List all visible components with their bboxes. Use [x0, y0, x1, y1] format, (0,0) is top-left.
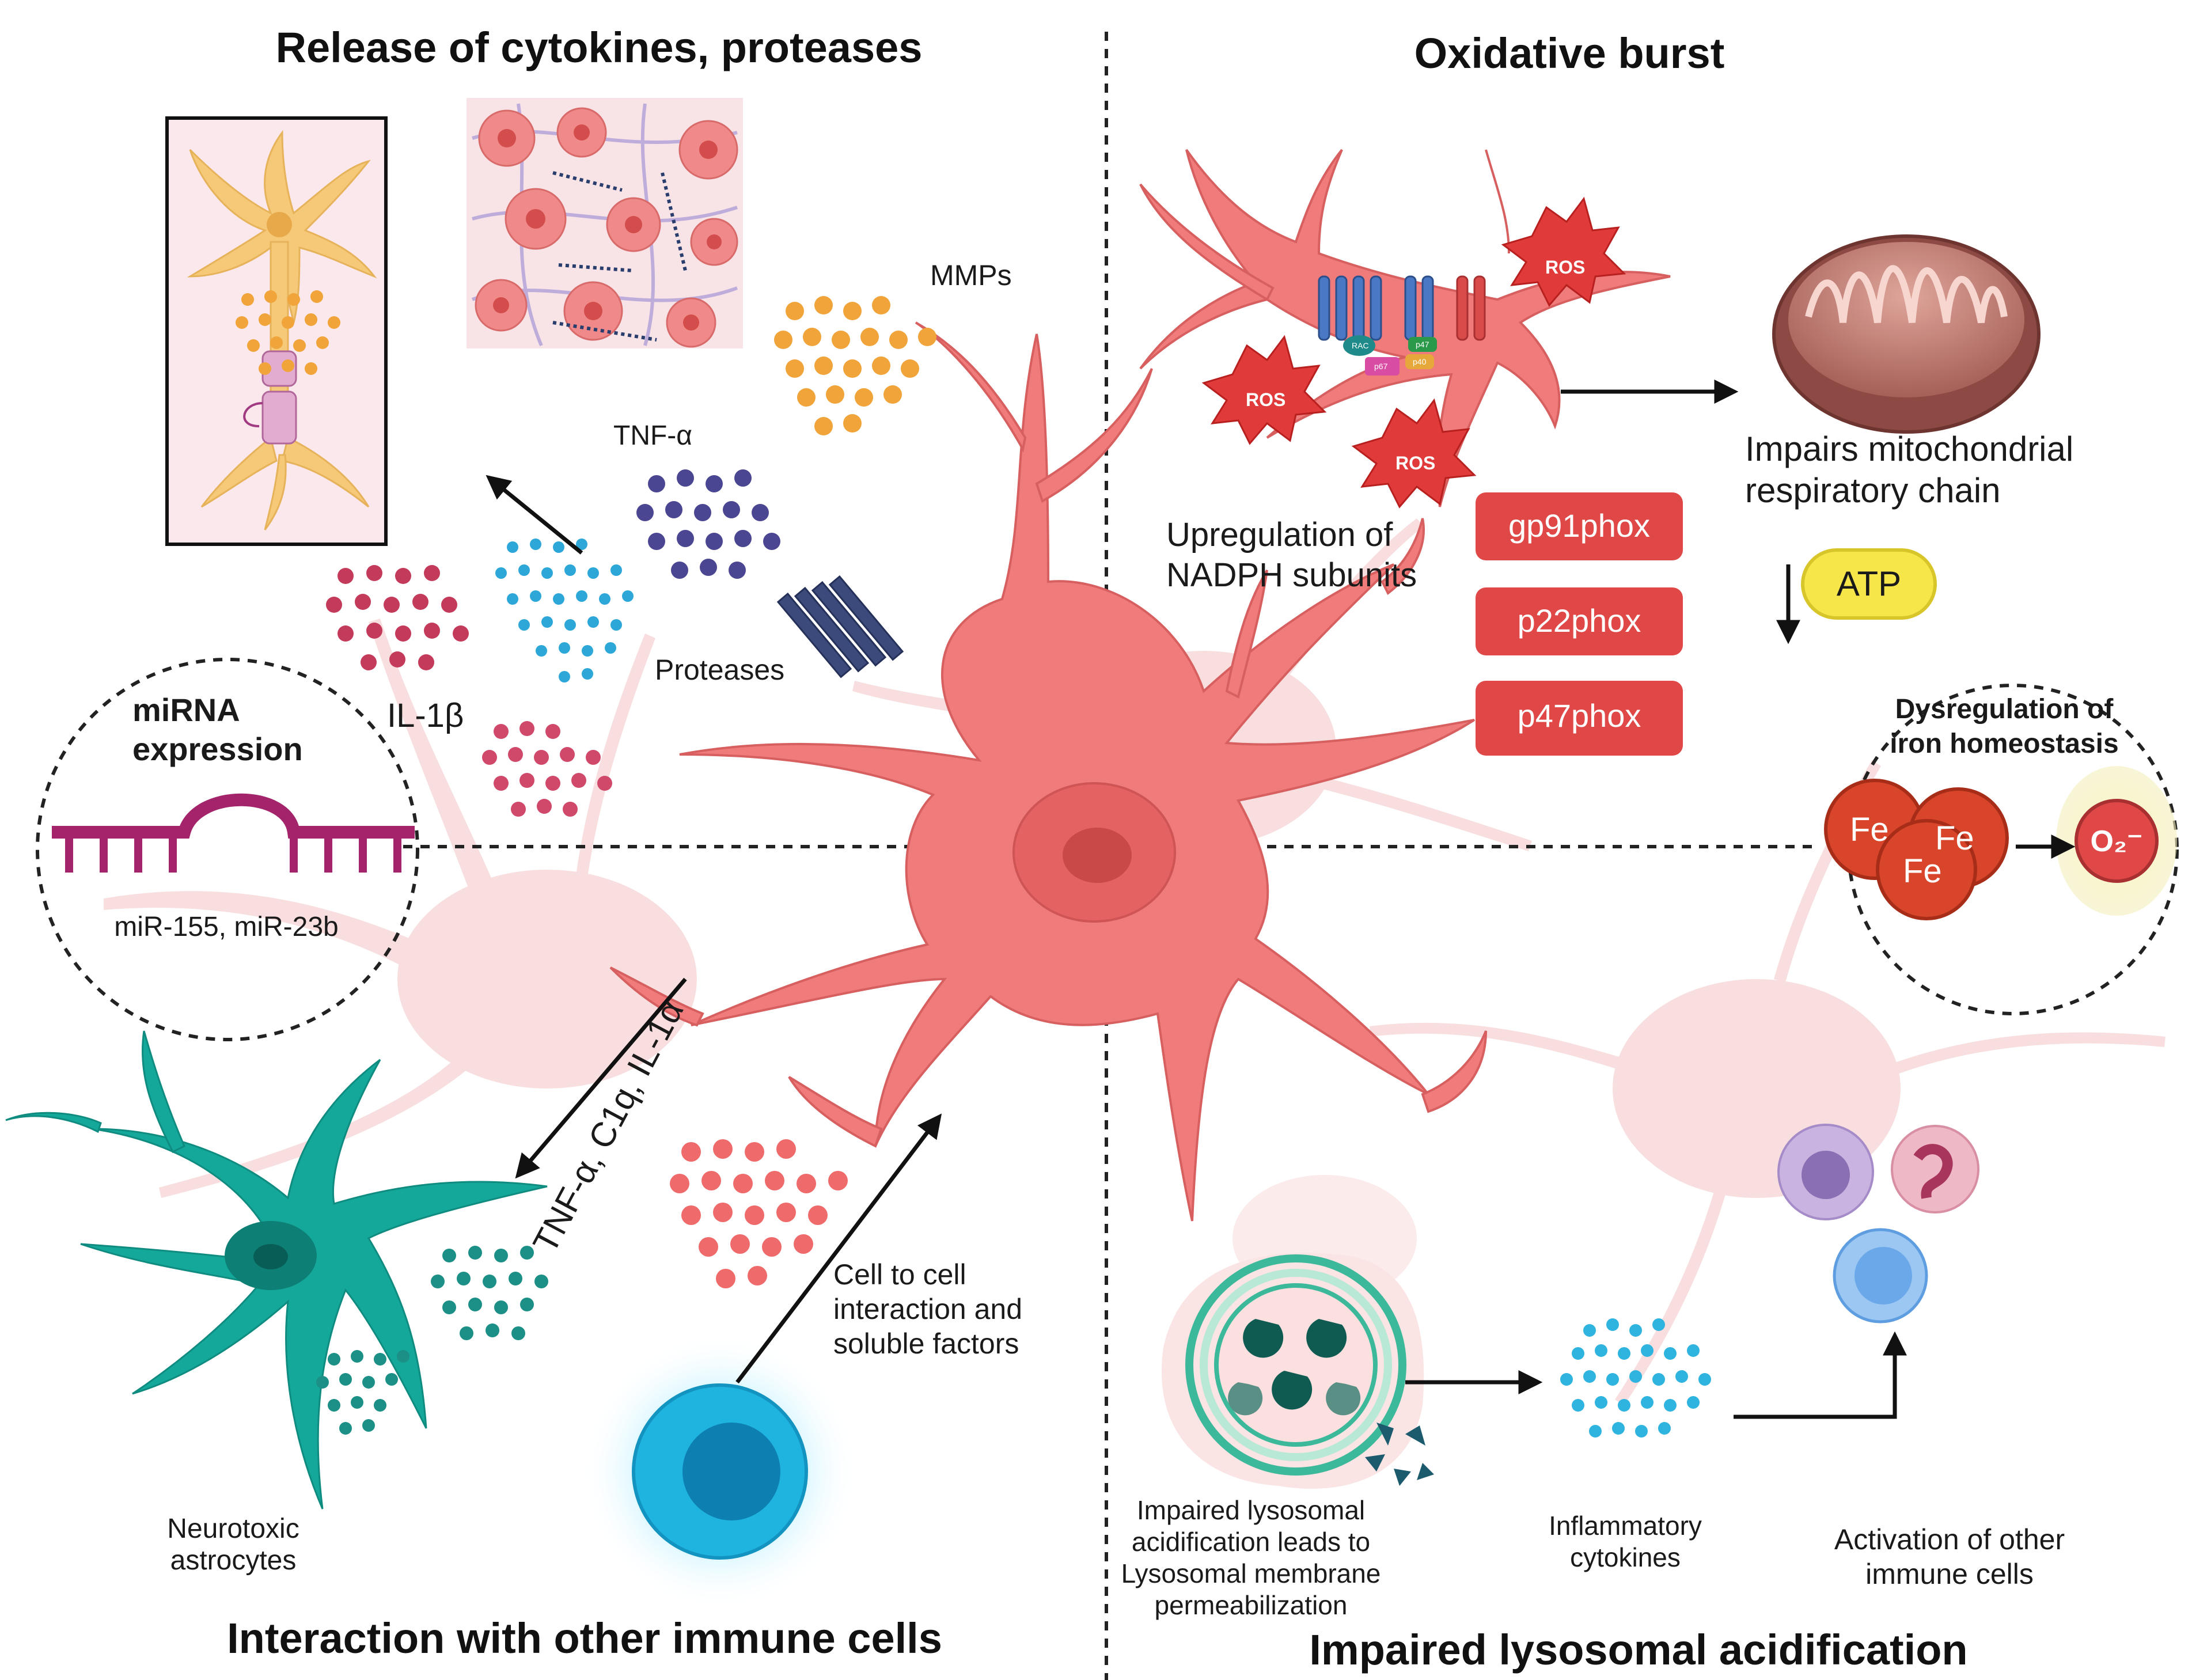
neurotoxic-line1: Neurotoxic [167, 1514, 299, 1544]
mmps-cluster [774, 296, 936, 435]
p40-label: p40 [1413, 357, 1427, 366]
neuron-vesicles [236, 290, 340, 375]
other-immune-cells [1777, 1124, 1979, 1323]
nadph-oxidase-complex: RAC p67 p47 p40 [1318, 275, 1486, 376]
mmps-label: MMPs [930, 259, 1012, 291]
il1b-label: IL-1β [387, 697, 464, 734]
arrow-to-neuron [486, 475, 583, 555]
proteases-label: Proteases [655, 654, 784, 686]
soluble-factors-cluster [670, 1139, 848, 1288]
inflammatory-cytokines [1560, 1318, 1711, 1438]
subunit-box: p22phox [1476, 587, 1683, 655]
rac-label: RAC [1352, 341, 1369, 350]
central-microglia [609, 321, 1487, 1222]
mirna-title-line1: miRNA [132, 692, 240, 728]
cell-to-cell-line1: Cell to cell [833, 1258, 966, 1291]
mirna-strand [52, 793, 415, 839]
activation-line2: immune cells [1865, 1558, 2034, 1590]
atp-badge: ATP [1801, 548, 1937, 620]
inflam-line1: Inflammatory [1549, 1511, 1702, 1541]
lower-cytokine-cluster [482, 721, 612, 817]
mirna-list: miR-155, miR-23b [114, 912, 338, 942]
il1b-cluster [326, 565, 469, 670]
upregulation-line1: Upregulation of [1166, 516, 1393, 553]
arrow-to-astrocyte [515, 977, 687, 1179]
mito-line1: Impairs mitochondrial [1745, 430, 2073, 468]
tnf-cluster [636, 469, 780, 579]
heading-oxidative: Oxidative burst [1414, 29, 1725, 77]
lyso-line3: Lysosomal membrane [1121, 1558, 1381, 1588]
svg-text:Fe: Fe [1850, 811, 1889, 848]
immune-cell [582, 1333, 858, 1610]
mirna-circle [36, 658, 419, 1041]
arrows [486, 380, 2076, 1419]
p67-label: p67 [1374, 362, 1388, 371]
arrow-to-immune-cells [1734, 1331, 1907, 1419]
svg-text:O₂⁻: O₂⁻ [2091, 825, 2143, 858]
svg-text:p47phox: p47phox [1518, 697, 1641, 734]
svg-text:gp91phox: gp91phox [1508, 507, 1650, 544]
p47-label: p47 [1416, 340, 1429, 349]
cell-to-cell-line3: soluble factors [833, 1328, 1019, 1360]
heading-release: Release of cytokines, proteases [276, 24, 923, 71]
tissue-inset [467, 98, 743, 348]
astrocyte-cytokine-cluster [316, 1246, 548, 1435]
mitochondrion [1772, 234, 2041, 434]
heading-interaction: Interaction with other immune cells [227, 1614, 942, 1662]
neurotoxic-astrocyte [5, 1030, 548, 1510]
superoxide [2075, 799, 2159, 883]
svg-text:Fe: Fe [1903, 852, 1942, 890]
svg-text:ROS: ROS [1246, 389, 1285, 410]
neuron-panel [165, 116, 388, 546]
lyso-line2: acidification leads to [1132, 1527, 1370, 1557]
lyso-line1: Impaired lysosomal [1137, 1495, 1365, 1525]
iron-atom [1876, 819, 1977, 920]
inflam-line2: cytokines [1570, 1542, 1681, 1572]
mito-line2: respiratory chain [1745, 471, 2001, 510]
neurotoxic-line2: astrocytes [170, 1545, 297, 1576]
mirna-title-line2: expression [132, 731, 303, 767]
proteases-cluster [495, 538, 634, 682]
subunit-box: gp91phox [1476, 492, 1683, 560]
svg-text:ROS: ROS [1395, 453, 1435, 473]
iron-circle: Fe Fe Fe O₂⁻ [1824, 684, 2179, 1015]
upregulation-line2: NADPH subunits [1166, 556, 1417, 594]
ros-burst: ROS [1201, 335, 1327, 445]
activation-line1: Activation of other [1834, 1523, 2065, 1556]
svg-text:ROS: ROS [1545, 257, 1585, 278]
neutrophil [1891, 1125, 1979, 1213]
svg-text:ATP: ATP [1837, 564, 1901, 603]
receptor [776, 575, 904, 678]
ros-burst: ROS [1351, 398, 1477, 509]
subunit-box: p47phox [1476, 681, 1683, 756]
svg-text:p22phox: p22phox [1518, 602, 1641, 639]
iron-line1: Dysregulation of [1895, 694, 2114, 725]
cell-to-cell-line2: interaction and [833, 1293, 1022, 1325]
tnf-label: TNF-α [613, 420, 692, 451]
arrow-from-immune-cell [735, 1113, 942, 1384]
heading-lysosomal: Impaired lysosomal acidification [1309, 1626, 1967, 1674]
lysosome [1161, 1253, 1434, 1489]
lyso-line4: permeabilization [1155, 1590, 1348, 1620]
iron-line2: iron homeostasis [1890, 729, 2118, 759]
svg-text:Fe: Fe [1935, 820, 1974, 857]
ros-burst: ROS [1501, 196, 1626, 307]
